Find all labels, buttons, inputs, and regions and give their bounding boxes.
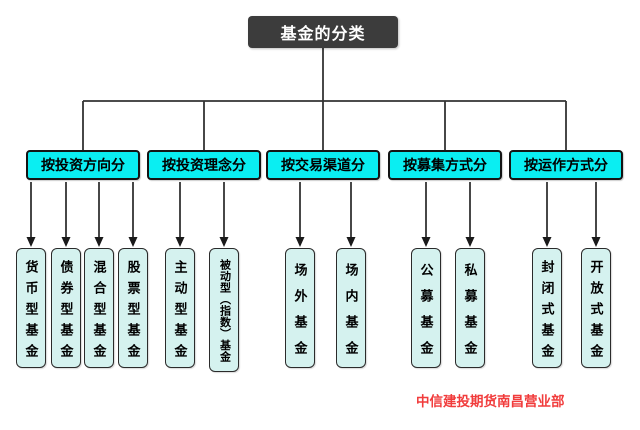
branch-label: 按交易渠道分 bbox=[281, 157, 365, 173]
leaf-label: 场外基金 bbox=[292, 262, 308, 367]
leaf-node-hybrid-fund: 混合型基金 bbox=[84, 248, 114, 368]
leaf-node-open-end-fund: 开放式基金 bbox=[581, 248, 611, 368]
leaf-node-otc-fund: 场外基金 bbox=[285, 248, 315, 368]
leaf-label: 封闭式基金 bbox=[539, 259, 555, 365]
leaf-node-public-fund: 公募基金 bbox=[411, 248, 441, 368]
leaf-label: 公募基金 bbox=[418, 262, 434, 367]
branch-label: 按募集方式分 bbox=[403, 157, 487, 173]
branch-label: 按投资理念分 bbox=[162, 157, 246, 173]
leaf-node-exchange-fund: 场内基金 bbox=[336, 248, 366, 368]
arrow-shafts bbox=[30, 182, 597, 238]
branch-node-operation-method: 按运作方式分 bbox=[509, 150, 623, 180]
branch-node-fundraising-method: 按募集方式分 bbox=[388, 150, 502, 180]
watermark-text: 中信建投期货南昌营业部 bbox=[416, 394, 565, 409]
leaf-label: 私募基金 bbox=[462, 262, 478, 367]
leaf-node-money-fund: 货币型基金 bbox=[16, 248, 46, 368]
branch-drop-lines bbox=[82, 101, 567, 150]
leaf-node-closed-end-fund: 封闭式基金 bbox=[532, 248, 562, 368]
branch-node-investment-direction: 按投资方向分 bbox=[26, 150, 140, 180]
branch-label: 按运作方式分 bbox=[524, 157, 608, 173]
leaf-label: 债券型基金 bbox=[58, 259, 74, 365]
leaf-node-private-fund: 私募基金 bbox=[455, 248, 485, 368]
leaf-label: 场内基金 bbox=[343, 262, 359, 367]
branch-node-trading-channel: 按交易渠道分 bbox=[266, 150, 380, 180]
leaf-node-bond-fund: 债券型基金 bbox=[51, 248, 81, 368]
leaf-node-stock-fund: 股票型基金 bbox=[118, 248, 148, 368]
branch-node-investment-philosophy: 按投资理念分 bbox=[147, 150, 261, 180]
leaf-label: 股票型基金 bbox=[125, 259, 141, 365]
branch-label: 按投资方向分 bbox=[41, 157, 125, 173]
leaf-node-active-fund: 主动型基金 bbox=[165, 248, 195, 368]
root-node: 基金的分类 bbox=[248, 16, 398, 48]
leaf-label: 混合型基金 bbox=[91, 259, 107, 365]
leaf-label: 主动型基金 bbox=[172, 259, 188, 365]
leaf-label: 开放式基金 bbox=[588, 259, 604, 365]
root-node-label: 基金的分类 bbox=[280, 26, 366, 43]
leaf-label: 货币型基金 bbox=[23, 259, 39, 365]
leaf-label: 被动型（指数）基金 bbox=[218, 258, 231, 363]
arrow-heads bbox=[26, 237, 601, 247]
leaf-node-passive-index-fund: 被动型（指数）基金 bbox=[209, 248, 239, 372]
